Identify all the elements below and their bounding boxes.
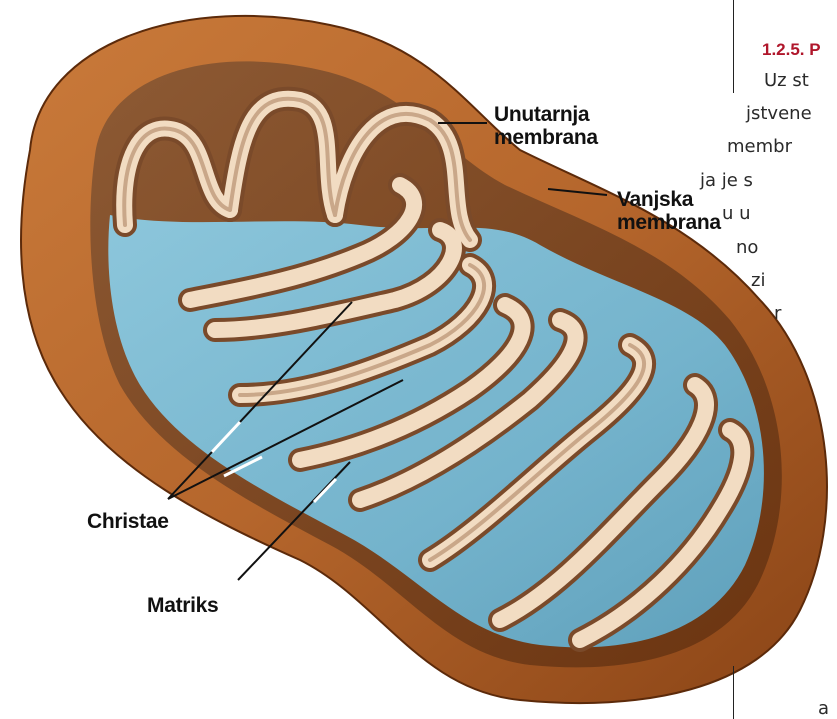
body-line-5: u u [722,203,751,224]
label-outer-membrane-line1: Vanjska [617,188,721,211]
section-heading: 1.2.5. P [762,40,821,60]
body-line-7: zi [751,270,765,291]
label-inner-membrane: Unutarnja membrana [494,103,598,149]
column-divider-bottom [733,666,734,719]
body-line-bottom: a [818,698,829,719]
label-inner-membrane-line1: Unutarnja [494,103,598,126]
label-outer-membrane-line2: membrana [617,211,721,234]
body-line-6: no [736,237,758,258]
label-matrix: Matriks [147,594,218,617]
column-divider-top [733,0,734,93]
label-inner-membrane-line2: membrana [494,126,598,149]
body-line-3: membr [727,136,792,157]
body-line-2: jstvene [746,103,812,124]
body-line-1: Uz st [764,70,809,91]
label-cristae: Christae [87,510,169,533]
label-outer-membrane: Vanjska membrana [617,188,721,234]
body-line-8: r [774,303,781,324]
